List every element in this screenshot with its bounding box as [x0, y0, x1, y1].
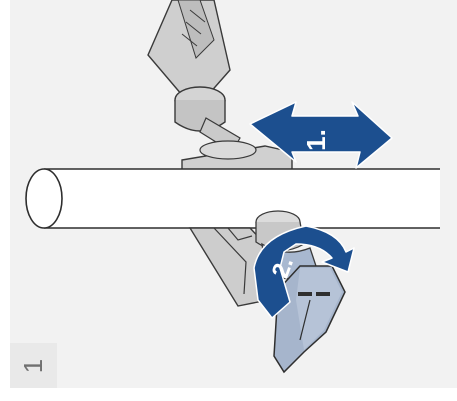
tightening-knob	[255, 210, 346, 374]
step-number: 1	[18, 358, 49, 373]
arrow-1-label: 1.	[301, 129, 331, 151]
upper-mount-arm	[147, 0, 293, 171]
double-headed-arrow-icon	[249, 101, 393, 169]
pipe	[25, 168, 440, 229]
step-number-badge: 1	[10, 343, 57, 388]
rotation-arrow-icon	[253, 225, 355, 319]
